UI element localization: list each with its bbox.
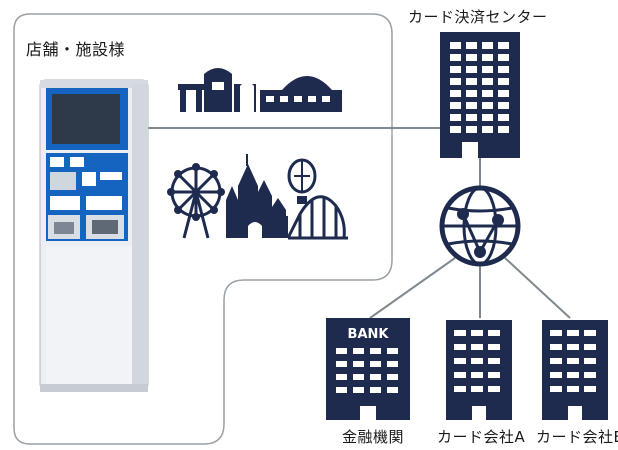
building-window	[550, 330, 562, 336]
building-window	[387, 348, 398, 354]
building-window	[387, 374, 398, 380]
building-window	[482, 78, 493, 85]
building-window	[567, 386, 579, 392]
building-window	[567, 358, 579, 364]
building-window	[450, 66, 461, 73]
amusement-park-icon	[167, 154, 348, 240]
bank-sign: BANK	[348, 327, 390, 342]
building-window	[450, 114, 461, 121]
building-window	[466, 78, 477, 85]
building-window	[482, 90, 493, 97]
building-window	[584, 330, 596, 336]
building-window	[454, 358, 466, 364]
building-window	[482, 42, 493, 49]
building-window	[466, 90, 477, 97]
building-window	[482, 66, 493, 73]
payment-center-building-icon	[440, 32, 520, 158]
building-window	[466, 66, 477, 73]
building-window	[550, 386, 562, 392]
store-facility-label: 店舗・施設様	[26, 40, 126, 59]
building-window	[584, 372, 596, 378]
building-window	[498, 78, 509, 85]
building-window	[488, 358, 500, 364]
building-window	[482, 102, 493, 109]
building-window	[498, 90, 509, 97]
building-window	[454, 330, 466, 336]
building-window	[370, 348, 381, 354]
building-window	[488, 372, 500, 378]
building-window	[466, 126, 477, 133]
financial-institution-label: 金融機関	[342, 428, 405, 446]
building-window	[336, 361, 347, 367]
building-window	[353, 387, 364, 393]
building-window	[353, 374, 364, 380]
roller-coaster-icon	[286, 195, 348, 240]
building-window	[584, 344, 596, 350]
building-window	[550, 372, 562, 378]
building-window	[370, 387, 381, 393]
card-company-b-label: カード会社B	[536, 428, 618, 446]
store-area-frame	[13, 13, 393, 445]
building-window	[471, 330, 483, 336]
building-window	[466, 54, 477, 61]
building-window	[498, 126, 509, 133]
building-window	[471, 358, 483, 364]
building-window	[498, 54, 509, 61]
building-window	[370, 361, 381, 367]
building-window	[498, 102, 509, 109]
building-window	[471, 386, 483, 392]
payment-kiosk	[39, 79, 149, 392]
building-window	[370, 374, 381, 380]
building-window	[482, 54, 493, 61]
building-window	[387, 361, 398, 367]
building-window	[450, 42, 461, 49]
building-window	[466, 114, 477, 121]
ferris-wheel-icon	[170, 166, 222, 239]
building-window	[567, 372, 579, 378]
building-window	[498, 66, 509, 73]
bank-building-icon: BANK	[326, 318, 410, 420]
building-window	[471, 372, 483, 378]
building-window	[482, 126, 493, 133]
card-company-a-label: カード会社A	[437, 428, 526, 446]
building-window	[353, 361, 364, 367]
building-window	[353, 348, 364, 354]
building-window	[488, 386, 500, 392]
building-window	[450, 78, 461, 85]
building-window	[466, 102, 477, 109]
building-window	[454, 372, 466, 378]
card-company-b-building-icon	[542, 320, 608, 420]
building-window	[584, 386, 596, 392]
building-window	[498, 114, 509, 121]
card-company-a-building-icon	[446, 320, 512, 420]
payment-center-label: カード決済センター	[408, 8, 548, 26]
building-window	[450, 90, 461, 97]
building-window	[336, 374, 347, 380]
store-building-icon	[178, 68, 342, 112]
building-window	[387, 387, 398, 393]
network-globe-icon	[439, 185, 521, 267]
castle-icon	[226, 154, 288, 238]
building-window	[336, 387, 347, 393]
building-window	[488, 344, 500, 350]
building-window	[482, 114, 493, 121]
building-window	[488, 330, 500, 336]
building-window	[336, 348, 347, 354]
building-window	[450, 54, 461, 61]
building-window	[550, 344, 562, 350]
hot-air-balloon-icon	[287, 158, 317, 204]
building-window	[584, 358, 596, 364]
building-window	[450, 102, 461, 109]
connection-lines	[148, 127, 571, 319]
building-window	[498, 42, 509, 49]
building-window	[471, 344, 483, 350]
building-window	[550, 358, 562, 364]
building-window	[567, 330, 579, 336]
building-window	[450, 126, 461, 133]
building-window	[454, 344, 466, 350]
building-window	[454, 386, 466, 392]
building-window	[466, 42, 477, 49]
building-window	[567, 344, 579, 350]
